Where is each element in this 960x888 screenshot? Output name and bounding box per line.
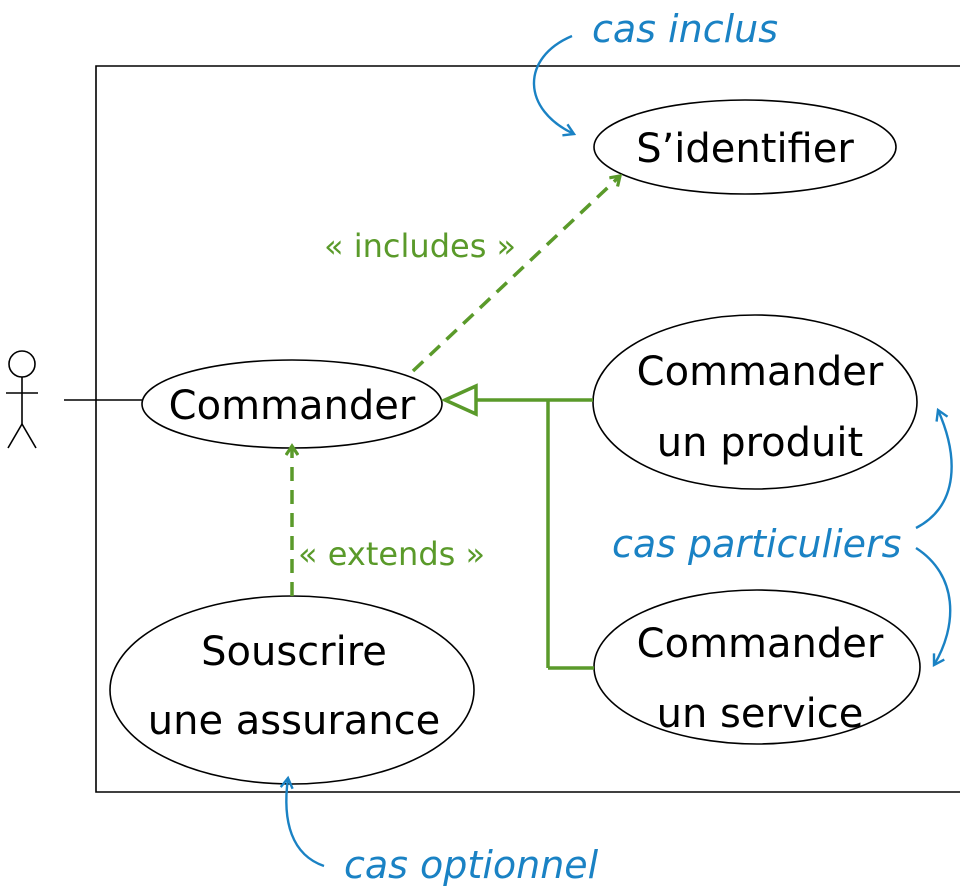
includes-arrow (411, 176, 620, 373)
use-case-order-product[interactable]: Commander un produit (592, 314, 918, 490)
annotation-special: cas particuliers (612, 522, 901, 566)
use-case-insurance[interactable]: Souscrire une assurance (109, 595, 475, 785)
use-case-insurance-line2: une assurance (148, 698, 440, 744)
extends-label: « extends » (298, 535, 485, 573)
annotation-special-arrow-down (915, 546, 952, 668)
annotation-included-arrow (532, 34, 577, 137)
use-case-order-product-line1: Commander (637, 349, 884, 395)
use-case-order[interactable]: Commander (141, 359, 443, 449)
use-case-insurance-line1: Souscrire (201, 629, 387, 675)
use-case-order-service-line2: un service (657, 691, 864, 737)
use-case-order-service[interactable]: Commander un service (593, 589, 921, 745)
annotation-optional: cas optionnel (344, 843, 599, 887)
use-case-identify[interactable]: S’identifier (593, 99, 897, 195)
use-case-identify-label: S’identifier (636, 126, 854, 172)
generalization-connector (440, 383, 594, 670)
includes-label: « includes » (324, 227, 516, 265)
annotation-special-arrow-up (915, 407, 953, 530)
system-boundary (95, 65, 960, 793)
annotation-optional-arrow (279, 775, 325, 868)
annotation-included: cas inclus (592, 7, 778, 51)
use-case-order-product-line2: un produit (657, 420, 863, 466)
use-case-order-label: Commander (169, 383, 416, 429)
stick-figure-icon (6, 350, 38, 449)
use-case-order-service-line1: Commander (637, 621, 884, 667)
